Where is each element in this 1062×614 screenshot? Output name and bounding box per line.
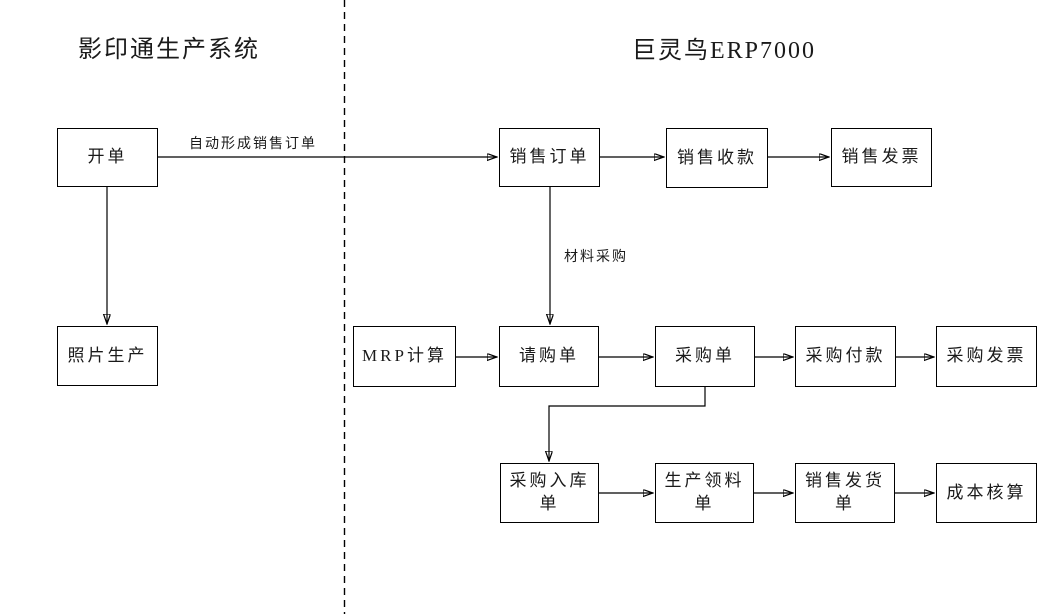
node-mrp-calc: MRP计算	[353, 326, 456, 387]
node-purchase-payment: 采购付款	[795, 326, 896, 387]
node-purchase-request: 请购单	[499, 326, 599, 387]
node-photo-production: 照片生产	[57, 326, 158, 386]
node-sales-order: 销售订单	[499, 128, 600, 187]
node-cost-accounting: 成本核算	[936, 463, 1037, 523]
node-purchase-invoice: 采购发票	[936, 326, 1037, 387]
node-billing: 开单	[57, 128, 158, 187]
node-sales-invoice: 销售发票	[831, 128, 932, 187]
node-sales-receipt: 销售收款	[666, 128, 768, 188]
right-section-title: 巨灵鸟ERP7000	[632, 38, 817, 64]
left-section-title: 影印通生产系统	[78, 37, 260, 63]
node-purchase-inbound: 采购入库 单	[500, 463, 599, 523]
edge-label-material-purchase: 材料采购	[564, 246, 628, 266]
node-purchase-order: 采购单	[655, 326, 755, 387]
node-production-picking: 生产领料 单	[655, 463, 754, 523]
edge-label-auto-sales-order: 自动形成销售订单	[189, 133, 317, 153]
arrow-purchase-order-to-purchase-inbound	[549, 387, 706, 461]
node-sales-delivery: 销售发货 单	[795, 463, 895, 523]
